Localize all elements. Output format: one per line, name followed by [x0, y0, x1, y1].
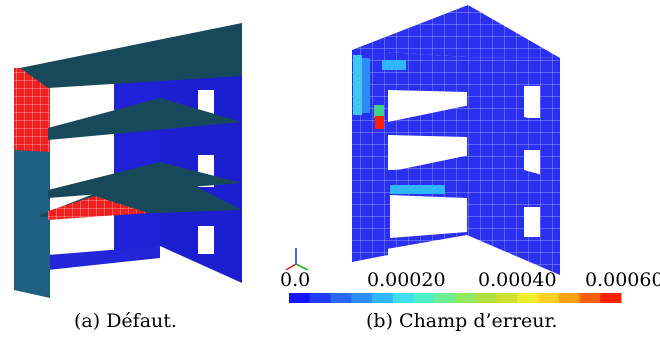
window	[524, 86, 540, 118]
column-defect	[14, 68, 50, 152]
axes-triad-icon	[285, 248, 309, 271]
scale-tick-2: 0.00040	[478, 269, 557, 291]
scale-segment	[517, 293, 539, 303]
error-peak	[375, 116, 384, 129]
scale-segment	[475, 293, 497, 303]
caption-b: (b) Champ d’erreur.	[366, 310, 558, 332]
mesh-roof-slab	[352, 5, 560, 58]
floor-slab-upper	[48, 98, 242, 140]
scale-segment	[413, 293, 435, 303]
scale-segment	[558, 293, 580, 303]
scale-segment	[600, 293, 622, 303]
scale-segment	[372, 293, 394, 303]
scale-segment	[434, 293, 456, 303]
defect-model	[14, 23, 242, 298]
scale-segment	[392, 293, 414, 303]
scale-segment	[351, 293, 373, 303]
window	[524, 207, 540, 237]
color-scale-bar	[289, 293, 622, 303]
roof-slab	[20, 23, 242, 88]
scale-tick-1: 0.00020	[367, 269, 446, 291]
error-field-model	[285, 5, 560, 275]
scale-segment	[309, 293, 331, 303]
caption-a: (a) Défaut.	[74, 310, 177, 332]
scale-segment	[496, 293, 518, 303]
scale-tick-3: 0.00060	[585, 269, 660, 291]
scale-tick-0: 0.0	[280, 269, 311, 291]
scale-segment	[538, 293, 560, 303]
slab-defect	[48, 196, 148, 220]
scale-segment	[330, 293, 352, 303]
scale-segment	[455, 293, 477, 303]
window	[198, 226, 214, 254]
error-hotspot	[353, 55, 362, 115]
scale-segment	[289, 293, 311, 303]
scale-segment	[579, 293, 601, 303]
